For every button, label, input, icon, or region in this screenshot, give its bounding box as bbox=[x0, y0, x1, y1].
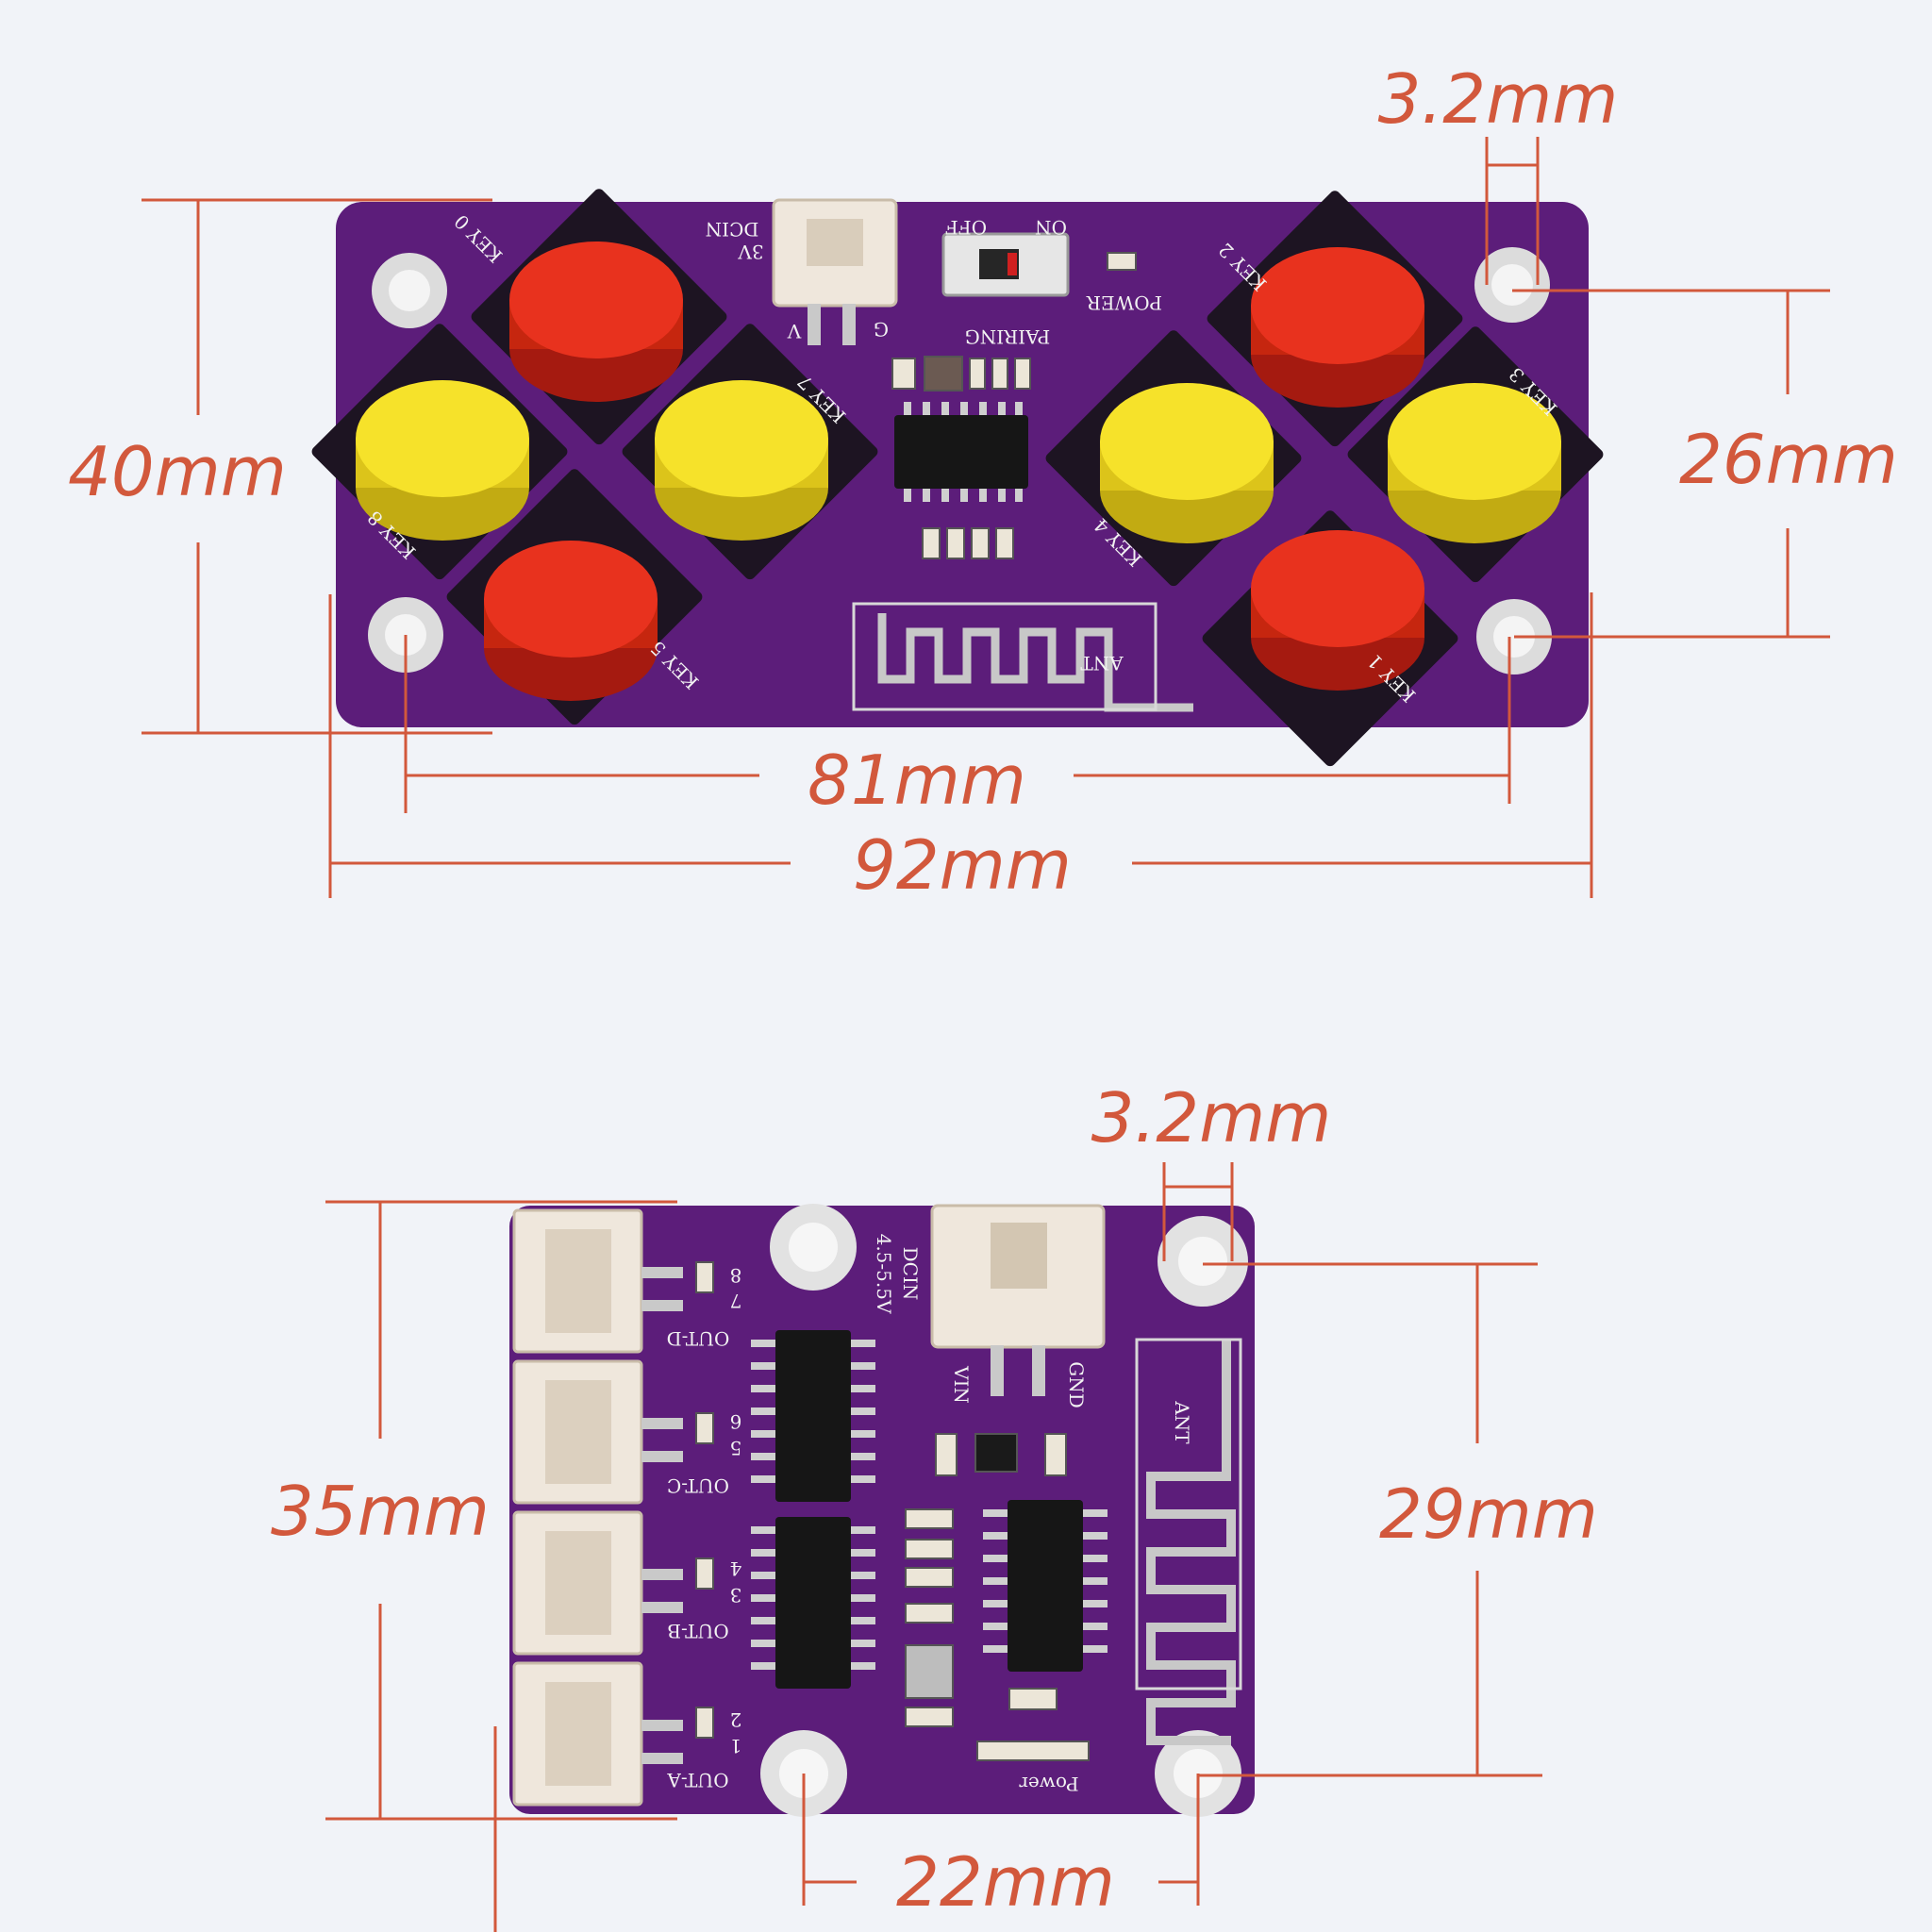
silk-antenna: ANT bbox=[1080, 652, 1124, 675]
silk-dcin: DCIN bbox=[706, 218, 759, 241]
silk-switch-on: ON bbox=[1035, 216, 1067, 239]
button-key-5 bbox=[484, 541, 658, 701]
silk-power: Power bbox=[1019, 1773, 1079, 1795]
silk-out-b: OUT-B bbox=[667, 1620, 728, 1642]
silk-switch-off: OFF bbox=[945, 216, 987, 239]
silk-pin-g: G bbox=[874, 318, 889, 341]
silk-out-a: OUT-A bbox=[667, 1769, 729, 1791]
bottom-silkscreen: OUT-D OUT-C OUT-B OUT-A 8 7 6 5 4 3 2 1 … bbox=[667, 1234, 1193, 1795]
button-key-2 bbox=[1251, 247, 1424, 408]
silk-vin: VIN bbox=[950, 1365, 973, 1404]
button-key-1 bbox=[1251, 530, 1424, 691]
bottom-dimension-lines bbox=[325, 1162, 1542, 1932]
bottom-vertical-hole-spacing-label: 29mm bbox=[1379, 1474, 1598, 1554]
silk-n7: 7 bbox=[730, 1290, 742, 1312]
top-dimension-labels: 3.2mm 40mm 26mm 81mm 92mm bbox=[68, 59, 1898, 905]
top-antenna-outline bbox=[852, 602, 1158, 711]
top-dcin-connector bbox=[772, 198, 898, 345]
bottom-dcin-connector bbox=[930, 1204, 1106, 1396]
bottom-driver-board: OUT-D OUT-C OUT-B OUT-A 8 7 6 5 4 3 2 1 … bbox=[509, 1204, 1255, 1817]
output-connector-a bbox=[512, 1661, 643, 1807]
top-height-label: 40mm bbox=[68, 432, 287, 511]
button-key-3 bbox=[1388, 383, 1561, 543]
output-connector-b bbox=[512, 1510, 643, 1656]
bottom-smd-components bbox=[695, 1261, 1090, 1761]
driver-ic-upper bbox=[775, 1330, 851, 1502]
ic-pins bbox=[751, 1340, 1108, 1670]
top-smd-components bbox=[891, 252, 1137, 559]
silk-antenna: ANT bbox=[1171, 1400, 1193, 1444]
silk-dcin: DCIN bbox=[899, 1247, 922, 1301]
driver-ic-lower bbox=[775, 1517, 851, 1689]
silk-n1: 1 bbox=[730, 1735, 742, 1757]
output-connector-c bbox=[512, 1359, 643, 1505]
silk-dcin-volt: 3V bbox=[738, 241, 764, 263]
silk-n4: 4 bbox=[730, 1557, 742, 1580]
silk-n8: 8 bbox=[730, 1264, 742, 1287]
bottom-dimension-labels: 3.2mm 35mm 29mm 22mm bbox=[271, 1078, 1598, 1922]
bottom-horizontal-hole-spacing-label: 22mm bbox=[896, 1842, 1115, 1922]
silk-power: POWER bbox=[1086, 291, 1162, 314]
driver-ic-right bbox=[1008, 1500, 1083, 1672]
bottom-antenna-outline bbox=[1135, 1338, 1242, 1690]
bottom-antenna-trace bbox=[1146, 1340, 1236, 1745]
top-dimension-lines bbox=[142, 137, 1830, 898]
button-key-0 bbox=[509, 242, 683, 402]
silk-n6: 6 bbox=[730, 1410, 742, 1433]
top-mounting-hole-tr bbox=[1474, 247, 1550, 323]
silk-out-d: OUT-D bbox=[667, 1327, 730, 1350]
bottom-height-label: 35mm bbox=[271, 1472, 490, 1551]
output-connector-d bbox=[512, 1208, 643, 1354]
top-hole-diameter-label: 3.2mm bbox=[1378, 59, 1619, 139]
top-antenna-trace bbox=[877, 613, 1193, 712]
silk-pairing: PAIRING bbox=[965, 325, 1050, 348]
top-ic-chip bbox=[894, 402, 1028, 502]
silk-pin-v: V bbox=[787, 320, 802, 342]
silk-n5: 5 bbox=[730, 1437, 742, 1459]
button-key-8 bbox=[356, 380, 529, 541]
silk-gnd: GND bbox=[1065, 1361, 1088, 1408]
button-key-4 bbox=[1100, 383, 1274, 543]
top-horizontal-hole-spacing-label: 81mm bbox=[808, 741, 1026, 820]
top-mounting-hole-tl bbox=[372, 253, 447, 328]
top-slide-switch bbox=[941, 232, 1070, 297]
top-controller-board: KEY 0 KEY 8 KEY 7 KEY 5 KEY 2 KEY 4 KEY … bbox=[311, 189, 1604, 767]
top-width-label: 92mm bbox=[853, 825, 1072, 905]
top-vertical-hole-spacing-label: 26mm bbox=[1679, 420, 1898, 499]
output-connectors bbox=[512, 1208, 683, 1807]
bottom-mounting-hole-tl bbox=[770, 1204, 857, 1291]
silk-n3: 3 bbox=[730, 1584, 742, 1607]
bottom-mounting-hole-tr bbox=[1158, 1216, 1248, 1307]
silk-n2: 2 bbox=[730, 1708, 742, 1731]
silk-dcin-volt: 4.5-5.5V bbox=[873, 1234, 895, 1314]
silk-out-c: OUT-C bbox=[667, 1474, 729, 1497]
bottom-hole-diameter-label: 3.2mm bbox=[1091, 1078, 1332, 1158]
button-key-7 bbox=[655, 380, 828, 541]
